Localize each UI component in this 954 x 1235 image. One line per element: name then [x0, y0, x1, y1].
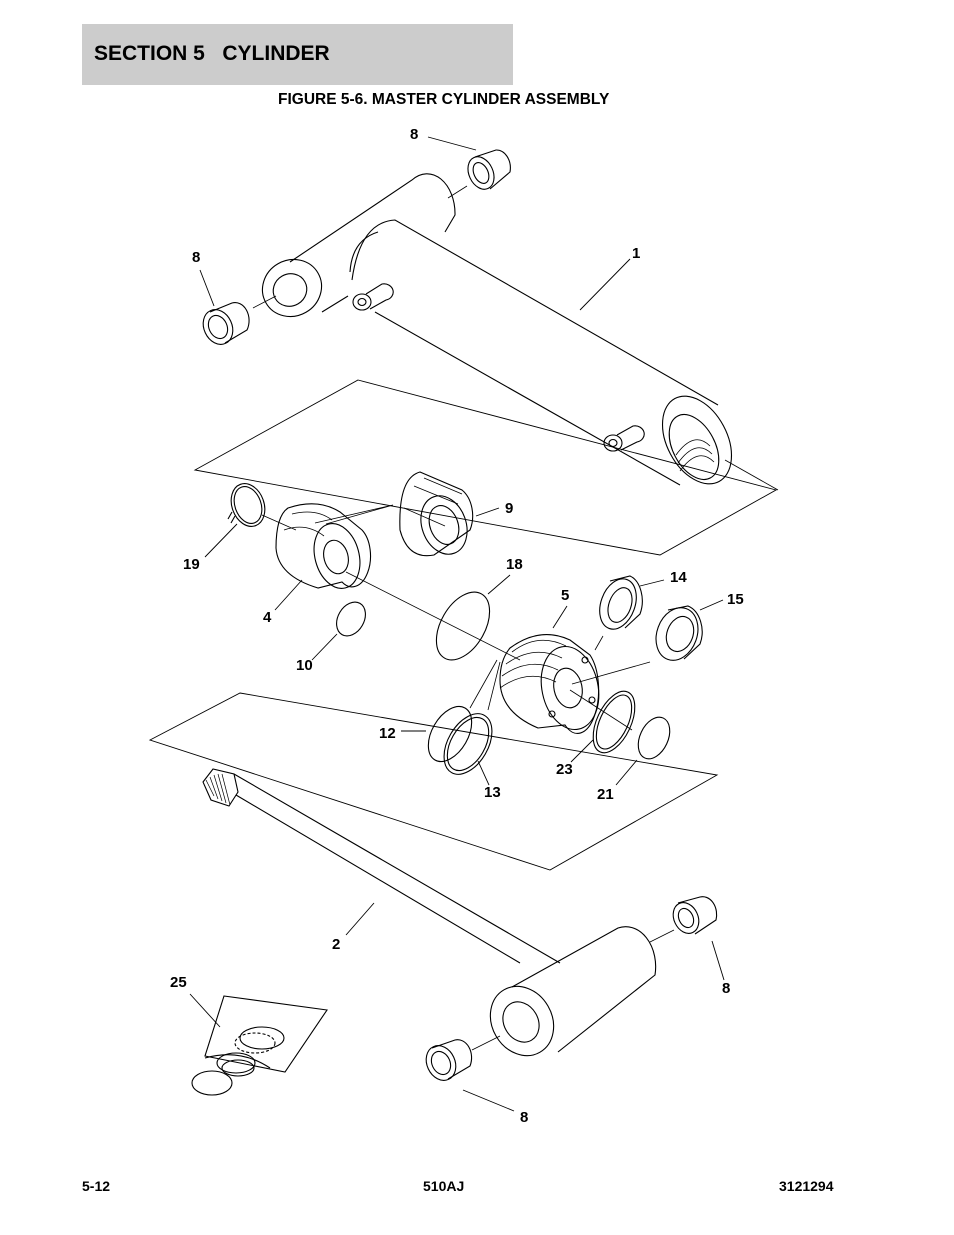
- snap-ring-19: [227, 483, 266, 527]
- callout-25: 25: [170, 974, 187, 991]
- footer-model: 510AJ: [423, 1178, 465, 1194]
- callout-10: 10: [296, 657, 313, 674]
- callout-18: 18: [506, 556, 523, 573]
- callout-21: 21: [597, 786, 614, 803]
- bushing-left: [202, 302, 250, 345]
- callout-1: 1: [632, 245, 640, 262]
- barrel-cross-tube-end: [261, 258, 323, 318]
- callout-8-right: 8: [722, 980, 730, 997]
- callout-8-top: 8: [410, 126, 418, 143]
- callout-12: 12: [379, 725, 396, 742]
- callout-15: 15: [727, 591, 744, 608]
- section-header-bar: SECTION 5 CYLINDER: [82, 24, 513, 85]
- ring-12: [427, 705, 473, 763]
- assembly-plane-lower: [148, 692, 719, 871]
- rod-part-2: [202, 768, 561, 964]
- callout-19: 19: [183, 556, 200, 573]
- piston-part-9: [399, 471, 474, 557]
- callout-2: 2: [332, 936, 340, 953]
- callout-14: 14: [670, 569, 687, 586]
- assembly-plane-upper: [193, 379, 778, 556]
- piston-part-4: [275, 503, 372, 589]
- o-ring-10: [336, 601, 366, 637]
- callout-9: 9: [505, 500, 513, 517]
- barrel-port-top: [352, 293, 372, 311]
- footer-page-number: 5-12: [82, 1178, 111, 1194]
- callout-23: 23: [556, 761, 573, 778]
- head-part-5: [499, 634, 600, 734]
- ring-23: [592, 690, 636, 754]
- callout-5: 5: [561, 587, 569, 604]
- ring-13: [443, 713, 493, 775]
- barrel-assembly: [261, 173, 733, 486]
- barrel-open-end: [661, 395, 733, 485]
- callout-4: 4: [263, 609, 272, 626]
- leader-lines: [189, 136, 725, 1112]
- wiper-15: [655, 605, 703, 661]
- seal-kit-25: [191, 995, 328, 1096]
- bushing-bottom: [425, 1039, 473, 1081]
- barrel-port-bottom: [603, 434, 623, 452]
- bushing-top: [467, 149, 511, 190]
- barrel-cross-tube: [289, 173, 456, 263]
- callout-8-left: 8: [192, 249, 200, 266]
- bushing-right: [672, 896, 718, 935]
- footer-part-number: 3121294: [779, 1178, 834, 1194]
- section-title: SECTION 5 CYLINDER: [94, 42, 330, 65]
- o-ring-18: [435, 591, 491, 661]
- ring-21: [637, 716, 671, 760]
- figure-title: FIGURE 5-6. MASTER CYLINDER ASSEMBLY: [278, 91, 610, 108]
- callout-13: 13: [484, 784, 501, 801]
- barrel-body: [351, 219, 719, 486]
- seal-14: [599, 575, 643, 630]
- rod-eye-tube: [489, 926, 657, 1057]
- callout-8-bottom: 8: [520, 1109, 528, 1126]
